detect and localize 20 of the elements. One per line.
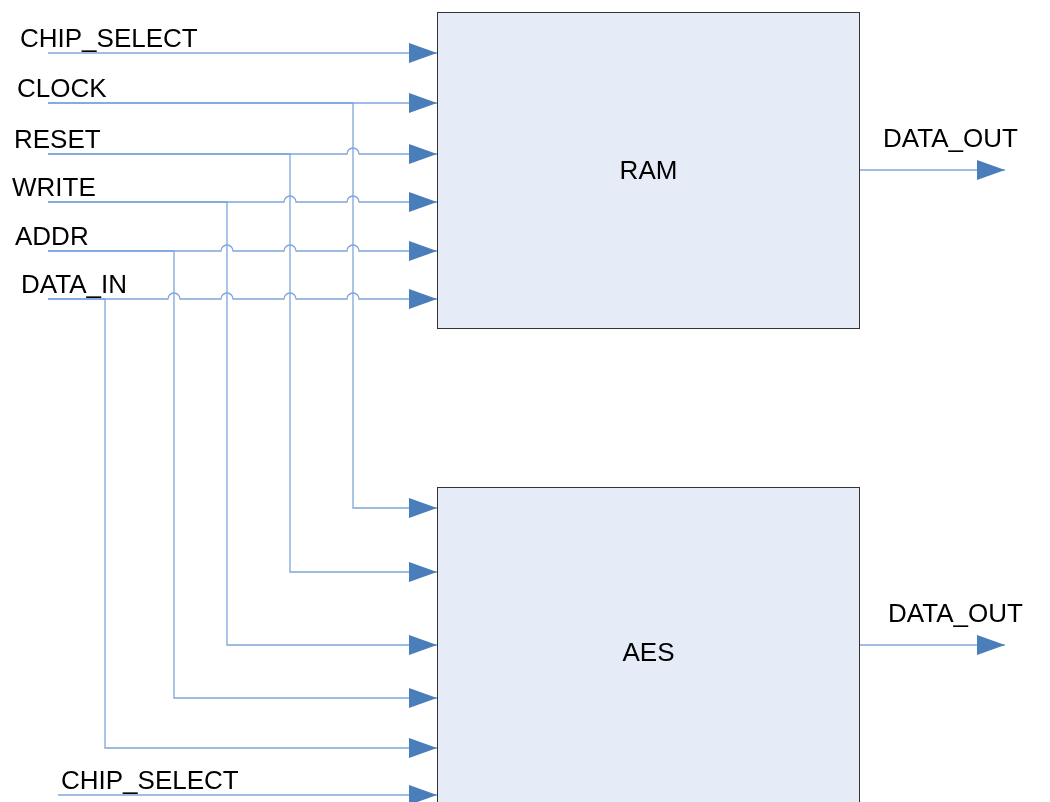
signal-arrow [47, 102, 438, 518]
signal-name: WRITE [12, 172, 112, 202]
signal-arrow [57, 785, 438, 802]
signal-name: CHIP_SELECT [61, 765, 271, 795]
signal-name: RESET [14, 124, 114, 154]
block-name: RAM [619, 155, 678, 186]
signal-name: CLOCK [17, 73, 117, 103]
signal-name: ADDR [15, 221, 105, 251]
signal-arrow [47, 250, 438, 708]
signal-arrow [859, 160, 1006, 180]
signal-name: DATA_IN [21, 269, 151, 299]
signal-arrow [47, 298, 438, 758]
signal-arrow [47, 153, 438, 582]
block-box [437, 12, 860, 329]
block-name: AES [622, 636, 675, 668]
signal-arrow [47, 43, 438, 63]
signal-name: CHIP_SELECT [20, 23, 230, 53]
signal-arrow [47, 201, 438, 655]
block-box [437, 487, 860, 802]
signal-arrow [859, 635, 1006, 655]
